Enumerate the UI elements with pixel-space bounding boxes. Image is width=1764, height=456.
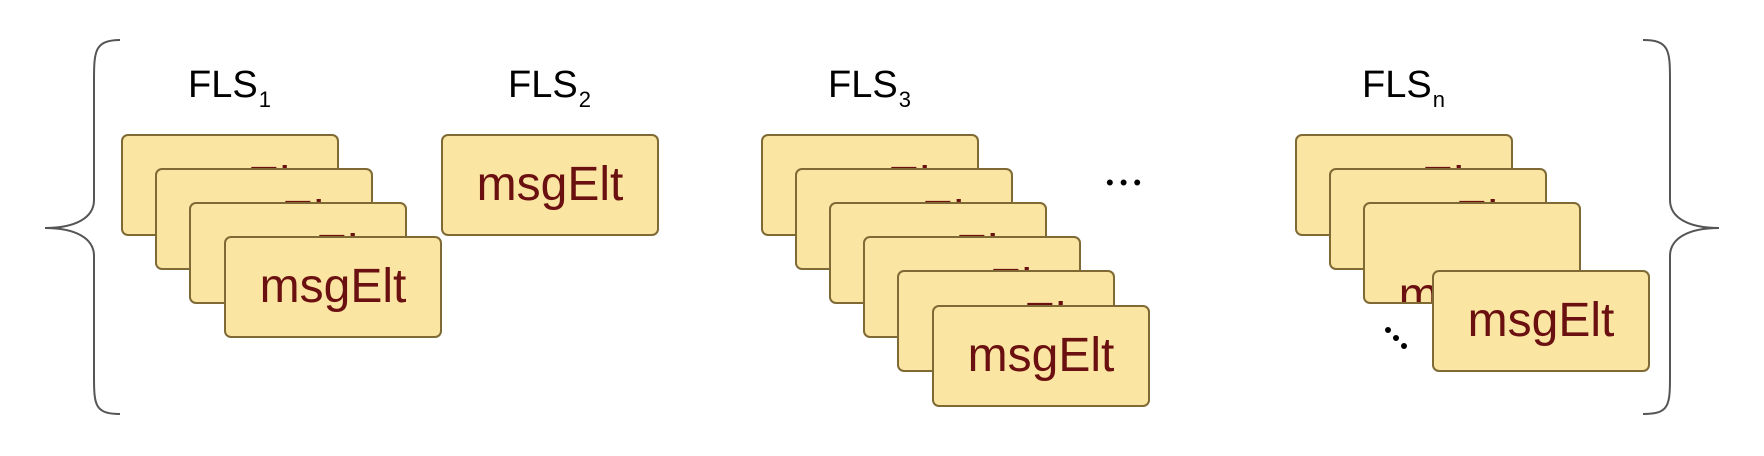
right-brace [1642,39,1720,415]
msg-elt-card: msgElt [441,134,659,236]
ellipsis: ••• [1106,170,1148,195]
left-brace [44,39,120,415]
group-label-subscript: n [1432,87,1445,112]
group-label-fls-1: FLS1 [188,64,271,112]
msg-elt-card: msgElt [224,236,442,338]
group-label-fls-n: FLSn [1362,64,1445,112]
group-label-fls-3: FLS3 [828,64,911,112]
group-label-subscript: 3 [898,87,911,112]
group-label-subscript: 2 [578,87,591,112]
msg-elt-card: msgElt [932,305,1150,407]
group-label-subscript: 1 [258,87,271,112]
diagonal-ellipsis [1383,325,1413,355]
group-label-fls-2: FLS2 [508,64,591,112]
msg-elt-card: msgElt [1432,270,1650,372]
